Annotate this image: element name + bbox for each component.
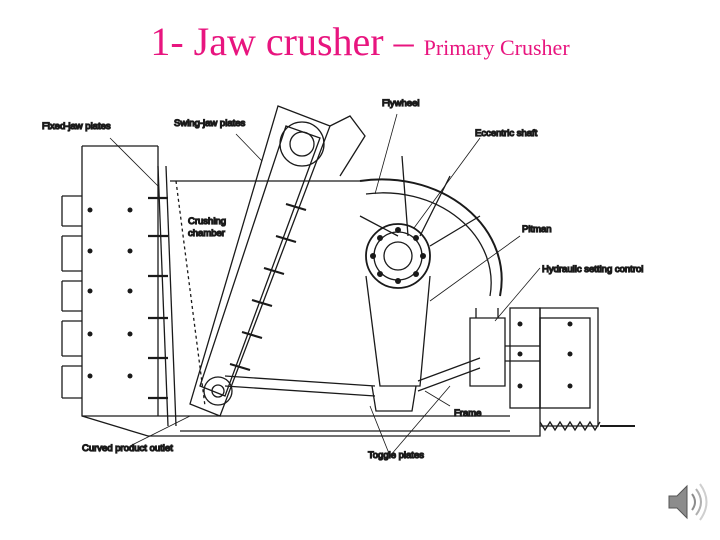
label-toggle-plates: Toggle plates (368, 450, 424, 461)
title-main: 1- Jaw crusher – (150, 19, 424, 64)
page-title: 1- Jaw crusher – Primary Crusher (0, 18, 720, 65)
label-fixed-jaw-plates: Fixed-jaw plates (42, 121, 111, 132)
label-hydraulic-setting-control: Hydraulic setting control (542, 264, 643, 275)
label-crushing: Crushing (188, 216, 226, 227)
speaker-icon[interactable] (655, 476, 715, 528)
label-chamber: chamber (188, 228, 225, 239)
jaw-crusher-diagram: Fixed-jaw plates Swing-jaw plates Flywhe… (30, 86, 670, 466)
label-pitman: Pitman (522, 224, 552, 235)
title-subtitle: Primary Crusher (423, 35, 570, 60)
label-eccentric-shaft: Eccentric shaft (475, 128, 538, 139)
label-swing-jaw-plates: Swing-jaw plates (174, 118, 246, 129)
label-frame: Frame (454, 408, 481, 419)
label-curved-product-outlet: Curved product outlet (82, 443, 173, 454)
crusher-drawing (61, 105, 635, 457)
label-flywheel: Flywheel (382, 98, 420, 109)
